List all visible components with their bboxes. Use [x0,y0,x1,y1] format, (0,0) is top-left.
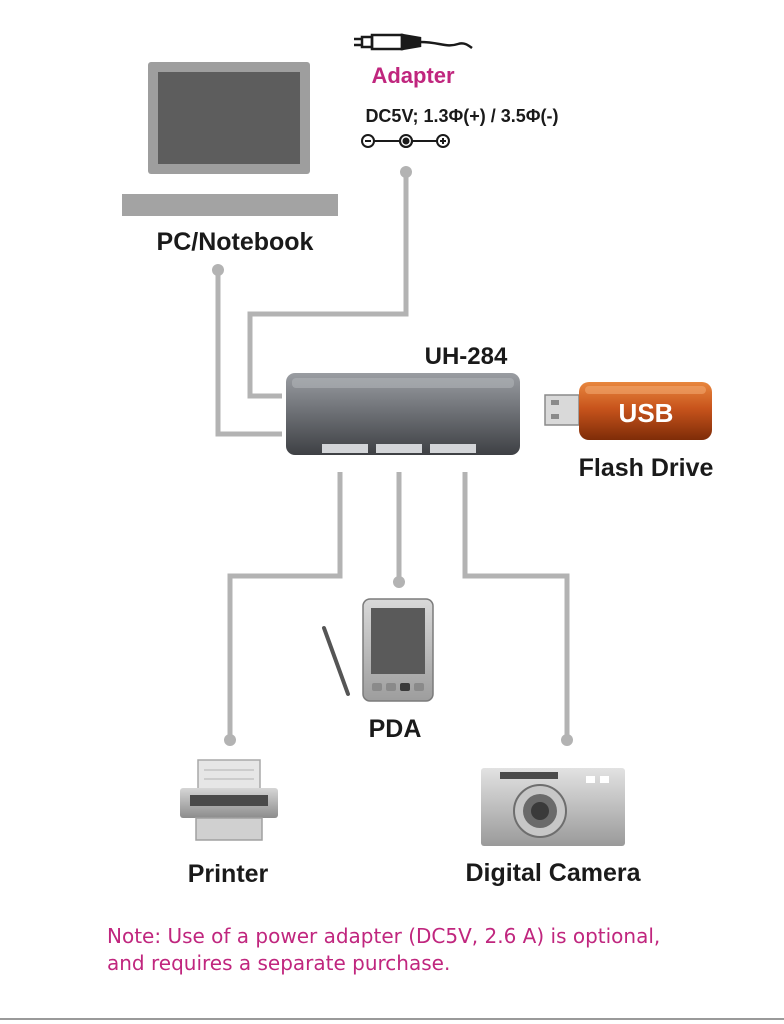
pc-connector-dot [212,264,224,276]
printer-label: Printer [188,860,269,888]
usb-badge: USB [619,398,674,428]
polarity-symbol-icon [361,134,450,148]
pda-connector-dot [393,576,405,588]
hub-model-label: UH-284 [425,343,508,370]
pc-connector [215,270,282,437]
note-line-1: Note: Use of a power adapter (DC5V, 2.6 … [107,924,660,948]
flash-drive-label: Flash Drive [579,454,714,482]
adapter-label: Adapter [371,63,455,88]
hub-port-2 [376,444,422,453]
usb-hub-icon [286,373,520,455]
connector-lines [215,172,570,740]
adapter-connector-dot [400,166,412,178]
usb-flash-drive-icon: USB [544,382,712,440]
camera-connector-dot [561,734,573,746]
hub-port-3 [430,444,476,453]
pc-notebook-label: PC/Notebook [157,228,314,256]
camera-icon [481,768,625,846]
pda-icon [322,598,434,702]
note-line-2: and requires a separate purchase. [107,951,450,975]
adapter-spec: DC5V; 1.3Φ(+) / 3.5Φ(-) [365,106,558,126]
power-adapter-plug-icon [354,33,473,51]
laptop-icon [122,62,338,216]
hub-port-1 [322,444,368,453]
digital-camera-label: Digital Camera [465,859,641,887]
printer-connector-dot [224,734,236,746]
connector-dots [212,166,573,746]
adapter-connector [247,172,409,399]
printer-icon [180,759,278,841]
stylus [322,626,350,696]
printer-connector [227,472,343,740]
pda-label: PDA [369,715,422,743]
camera-connector [462,472,570,740]
